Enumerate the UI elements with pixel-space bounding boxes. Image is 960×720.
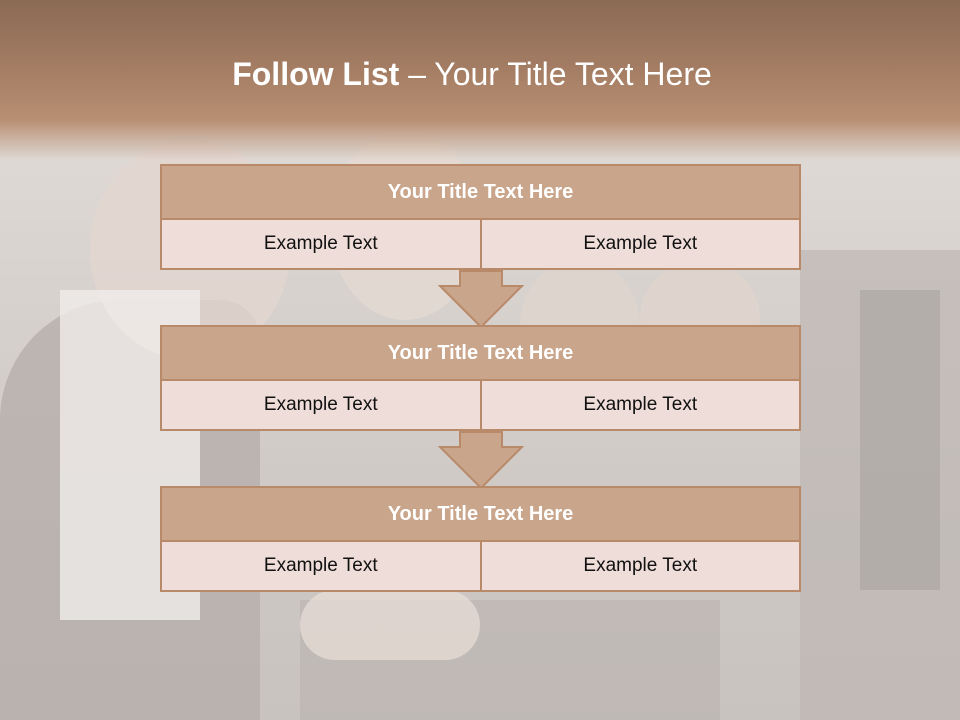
step-row: Example Text Example Text — [160, 381, 801, 431]
step-title: Your Title Text Here — [160, 486, 801, 542]
step-cell-right: Example Text — [481, 542, 801, 592]
slide-title: Follow List – Your Title Text Here — [0, 56, 944, 93]
step-row: Example Text Example Text — [160, 542, 801, 592]
step-cell-left: Example Text — [160, 381, 482, 431]
slide-title-rest: – Your Title Text Here — [399, 56, 712, 92]
step-cell-left: Example Text — [160, 220, 482, 270]
slide-title-bold: Follow List — [232, 56, 400, 92]
step-row: Example Text Example Text — [160, 220, 801, 270]
step-cell-right: Example Text — [481, 381, 801, 431]
down-arrow-icon — [438, 431, 524, 489]
step-title: Your Title Text Here — [160, 325, 801, 381]
step-block-1: Your Title Text Here Example Text Exampl… — [160, 164, 801, 270]
title-header — [0, 0, 960, 160]
step-block-3: Your Title Text Here Example Text Exampl… — [160, 486, 801, 592]
step-block-2: Your Title Text Here Example Text Exampl… — [160, 325, 801, 431]
step-title: Your Title Text Here — [160, 164, 801, 220]
step-cell-right: Example Text — [481, 220, 801, 270]
step-cell-left: Example Text — [160, 542, 482, 592]
down-arrow-icon — [438, 270, 524, 328]
